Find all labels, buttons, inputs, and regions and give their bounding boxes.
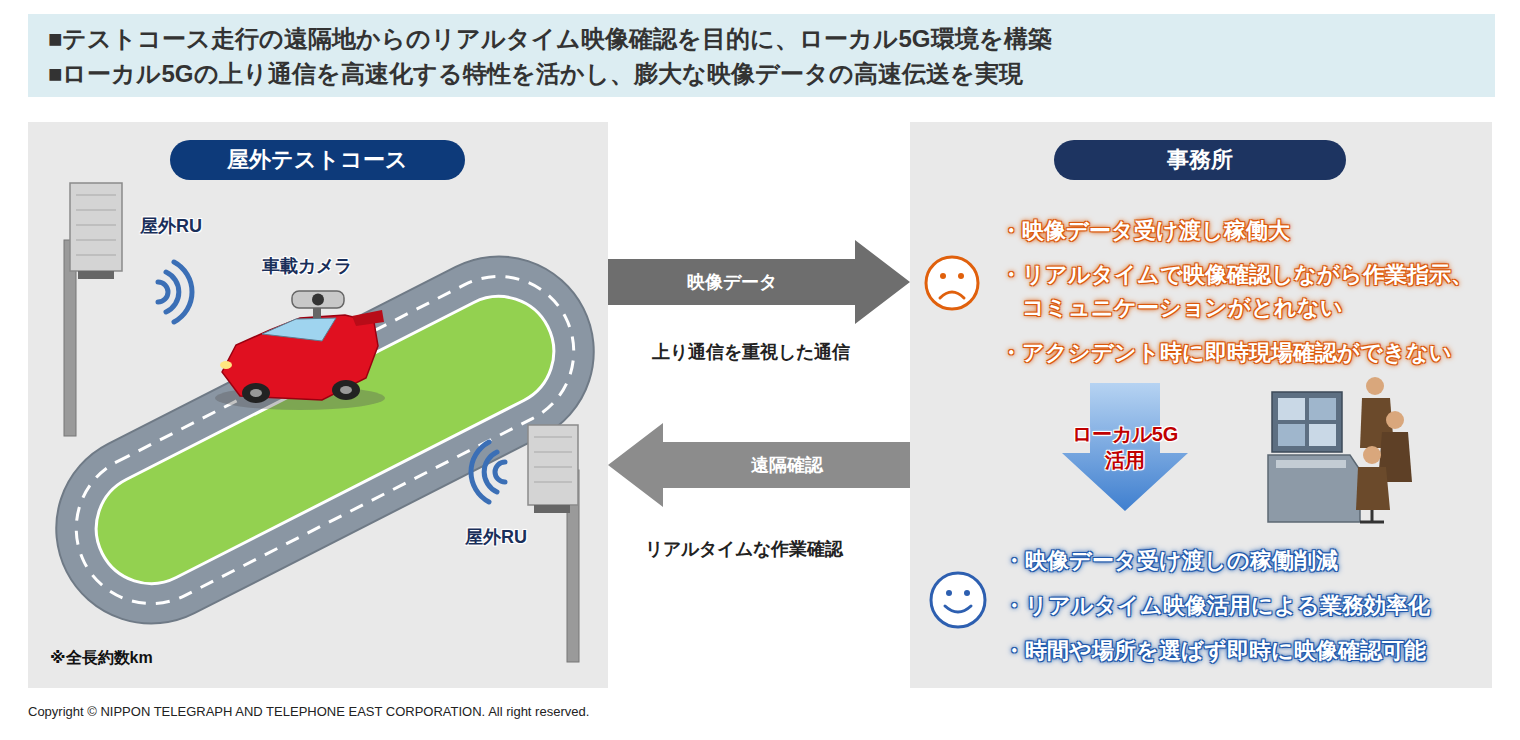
connector-note: 上り通信を重視した通信 [652,340,850,364]
part-label: 車載カメラ [262,254,352,278]
heading-pill: 事務所 [1054,140,1346,180]
header-band: ■テストコース走行の遠隔地からのリアルタイム映像確認を目的に、ローカル5G環境を… [28,14,1495,97]
heading-line: ■ローカル5Gの上り通信を高速化する特性を活かし、膨大な映像データの高速伝送を実… [48,58,1023,89]
block-arrow [608,240,910,324]
bullet-item: ・時間や場所を選ばず即時に映像確認可能 [1003,634,1488,667]
bullet-item: ・リアルタイム映像活用による業務効率化 [1003,589,1488,622]
block-arrow [608,423,910,507]
connector-label: 映像データ [687,270,777,294]
bullet-item: ・映像データ受け渡し稼働大 [1000,214,1485,247]
heading-pill: 屋外テストコース [170,140,465,180]
arrow-text: ローカル5G 活用 [1060,421,1190,473]
part-label: 屋外RU [465,525,527,549]
heading-text: 事務所 [1054,140,1346,180]
heading-line: ■テストコース走行の遠隔地からのリアルタイム映像確認を目的に、ローカル5G環境を… [48,23,1052,54]
site-panel: ※全長約数km 屋外テストコース [28,122,608,688]
test-course-illustration [28,122,608,688]
copyright-note: Copyright © NIPPON TELEGRAPH AND TELEPHO… [28,704,589,719]
arrow-shape: ローカル5G 活用 [1060,383,1190,513]
connector-note: リアルタイムな作業確認 [645,537,843,561]
bullet-item: ・アクシデント時に即時現場確認ができない [1000,336,1485,369]
connector-label: 遠隔確認 [751,453,823,477]
note-text: ※全長約数km [50,648,153,669]
bullet-item: ・映像データ受け渡しの稼働削減 [1003,544,1488,577]
down-arrow-body [1062,383,1188,511]
down-arrow-symbol [1060,383,1190,513]
office-panel: ・映像データ受け渡し稼働大・リアルタイムで映像確認しながら作業指示、コミュニケー… [910,122,1492,688]
heading-text: 屋外テストコース [170,140,465,180]
bullet-item: ・リアルタイムで映像確認しながら作業指示、コミュニケーションがとれない [1000,258,1485,324]
part-label: 屋外RU [140,214,202,238]
